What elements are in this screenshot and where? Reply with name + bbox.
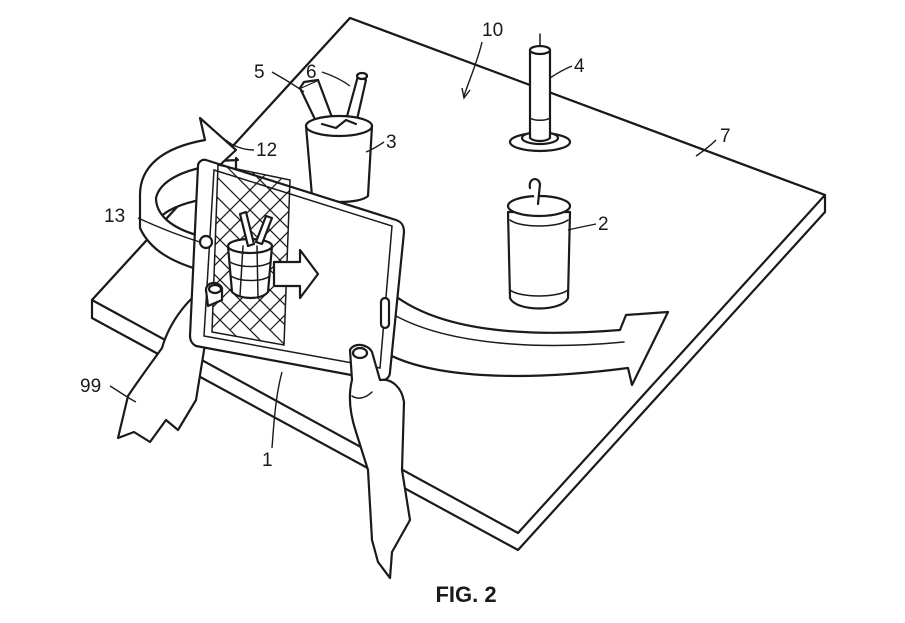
leader-10-arrowhead — [461, 87, 471, 100]
leader-6 — [321, 71, 351, 87]
screen-arrow — [272, 248, 320, 300]
pencil-cup-group — [298, 71, 374, 204]
candle-band — [529, 117, 551, 121]
leader-3 — [365, 141, 385, 153]
can-group — [506, 178, 572, 310]
can-pull-tab — [528, 178, 542, 206]
leader-4 — [549, 65, 573, 79]
ref-rotation-arrow: 12 — [256, 140, 277, 161]
screen-cup-line-2 — [230, 275, 271, 282]
tablet-home-button — [379, 296, 391, 330]
tablet-bezel — [203, 168, 393, 369]
can-lower-ring — [509, 289, 569, 297]
ref-device: 1 — [262, 450, 273, 471]
ref-candle: 4 — [574, 56, 585, 77]
tablet-device — [188, 158, 406, 382]
candle-top — [528, 44, 552, 56]
screen-cup-line-1 — [229, 261, 272, 268]
screen-cup-line-4 — [256, 245, 259, 298]
ref-user: 99 — [80, 376, 101, 397]
can-body — [506, 210, 572, 310]
leader-99 — [109, 385, 137, 403]
leader-1 — [271, 371, 283, 449]
right-thumbnail — [351, 346, 369, 360]
ref-surface: 7 — [720, 126, 731, 147]
leader-13 — [137, 217, 201, 243]
ref-cup: 3 — [386, 132, 397, 153]
left-fingernail — [207, 283, 223, 295]
screen-cup-line-3 — [239, 245, 244, 297]
ref-pencil-right: 6 — [306, 62, 317, 83]
figure-caption: FIG. 2 — [435, 582, 496, 607]
pencil-right-eraser — [355, 71, 369, 81]
leader-7 — [695, 139, 717, 157]
leader-2 — [567, 223, 597, 231]
tablet-camera — [198, 234, 214, 250]
can-upper-ring — [509, 219, 569, 227]
screen-pencil-left — [238, 210, 256, 248]
screen-pencil-right — [254, 214, 274, 246]
leader-10 — [463, 41, 483, 97]
reference-labels: 10 5 6 4 3 7 2 12 13 99 1 — [80, 20, 731, 471]
leader-lines — [109, 41, 717, 449]
display-window — [211, 164, 291, 346]
ref-scene: 10 — [482, 20, 503, 41]
candle-group — [508, 33, 572, 153]
pencils-in-cup — [320, 118, 358, 130]
ref-pencil-left: 5 — [254, 62, 265, 83]
rotation-arrow-front — [382, 293, 670, 387]
ref-display: 13 — [104, 206, 125, 227]
leader-12 — [225, 139, 255, 151]
leader-5 — [271, 71, 305, 93]
right-hand — [348, 343, 412, 580]
pencil-left-tip — [298, 78, 320, 90]
screen-cup — [226, 244, 274, 300]
candle-body — [528, 48, 552, 143]
arrow-band-edge — [395, 315, 625, 347]
right-arm — [348, 343, 412, 580]
ref-can: 2 — [598, 214, 609, 235]
right-knuckle — [351, 391, 373, 399]
cup-body — [304, 124, 374, 204]
arrow-band-front — [382, 293, 670, 387]
